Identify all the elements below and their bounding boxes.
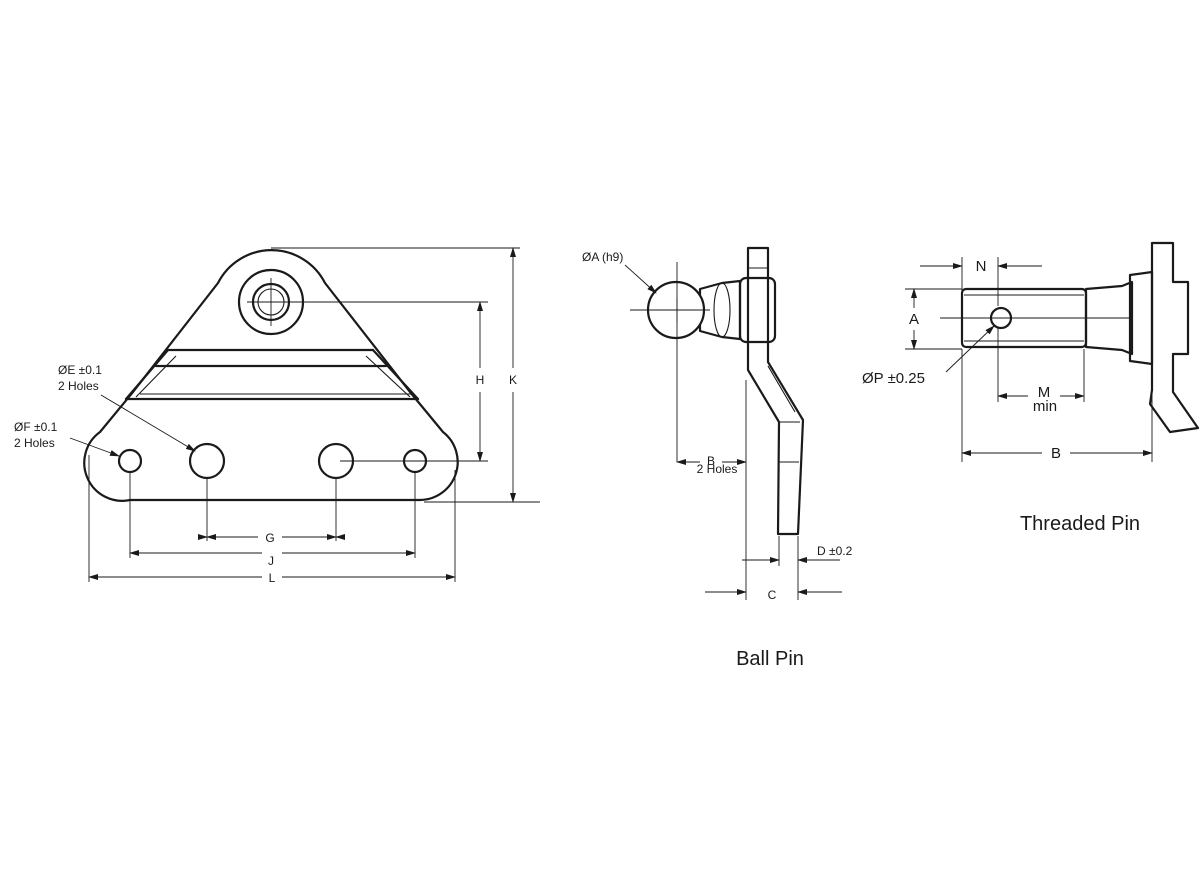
dim-l-label: L — [269, 571, 276, 585]
ball-pin-dim-b-note: 2 Holes — [697, 462, 738, 476]
threaded-pin-view: N A ØP ±0.25 M min B Threaded Pin — [862, 241, 1200, 535]
threaded-pin-dim-p: ØP ±0.25 — [862, 370, 925, 387]
ball-pin-bracket-profile — [738, 246, 805, 536]
ball-pin-dim-d: D ±0.2 — [817, 544, 853, 558]
hole-e-left — [188, 442, 226, 480]
bracket-front-view: G J L H K ØE ±0.1 2 Holes ØF ±0.1 2 Hole… — [14, 247, 540, 585]
dim-h-label: H — [476, 373, 485, 387]
dim-g-label: G — [265, 531, 274, 545]
ball-pin-dim-b: B — [707, 454, 715, 468]
threaded-pin-dim-n: N — [976, 258, 987, 275]
threaded-pin-title: Threaded Pin — [1020, 513, 1140, 535]
threaded-pin-dim-m-note: min — [1033, 398, 1057, 415]
hole-f-left — [117, 448, 143, 474]
threaded-pin-dim-b: B — [1051, 445, 1061, 462]
ball-pin-dim-c: C — [768, 588, 777, 602]
threaded-pin-dim-a: A — [909, 311, 919, 328]
hole-e-label: ØE ±0.1 — [58, 363, 102, 377]
ball-pin-dim-a: ØA (h9) — [582, 250, 623, 264]
threaded-pin-dim-m: M — [1038, 384, 1051, 401]
bracket-bend-flange — [124, 348, 420, 401]
ball-pin-side-view: ØA (h9) B 2 Holes D ±0.2 C Ball Pin — [582, 246, 853, 670]
dim-k-label: K — [509, 373, 517, 387]
bracket-extension-lines — [88, 247, 540, 582]
ball-pin-ball — [630, 262, 742, 462]
bracket-outline — [83, 249, 459, 502]
cross-hole — [989, 306, 1013, 330]
hole-f-count: 2 Holes — [14, 436, 55, 450]
ball-pin-title: Ball Pin — [736, 648, 804, 670]
threaded-pin-body — [940, 241, 1200, 434]
hole-f-label: ØF ±0.1 — [14, 420, 58, 434]
hole-e-count: 2 Holes — [58, 379, 99, 393]
dim-j-label: J — [268, 554, 274, 568]
